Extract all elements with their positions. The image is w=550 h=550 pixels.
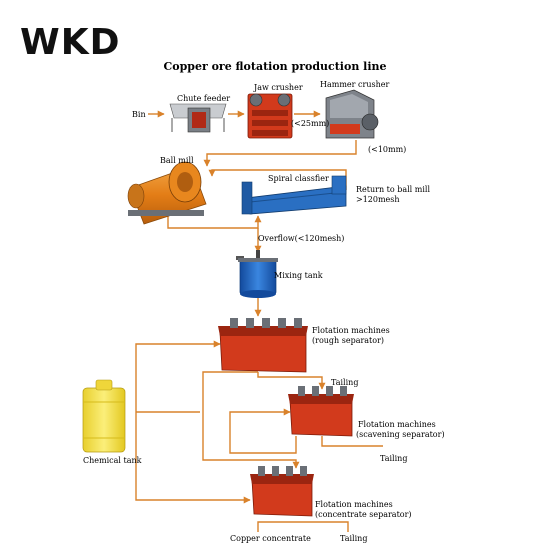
- hammer-crusher-icon: [326, 90, 378, 138]
- label-jaw-crusher: Jaw crusher: [253, 83, 303, 92]
- jaw-crusher-icon: [248, 94, 292, 138]
- label-return-line2: >120mesh: [356, 195, 400, 204]
- label-tailing-3: Tailing: [340, 534, 367, 543]
- chemical-tank-icon: [83, 380, 125, 452]
- label-jaw-output: (<25mm): [291, 119, 329, 128]
- arrow-concentrate-outputs: [258, 522, 348, 532]
- ball-mill-icon: [128, 162, 206, 224]
- label-spiral-classifier: Spiral classfier: [268, 174, 329, 183]
- wkd-logo: WKD: [20, 22, 121, 63]
- diagram-title: Copper ore flotation production line: [163, 60, 386, 73]
- label-conc-line2: (concentrate separator): [315, 510, 412, 519]
- label-copper-concentrate: Copper concentrate: [230, 534, 311, 543]
- label-rough-line2: (rough separator): [312, 336, 384, 345]
- label-rough-line1: Flotation machines: [312, 326, 390, 335]
- label-chemical-tank: Chemical tank: [83, 456, 142, 465]
- label-tailing-2: Tailing: [380, 454, 407, 463]
- label-hammer-crusher: Hammer crusher: [320, 80, 389, 89]
- label-tailing-1: Tailing: [331, 378, 358, 387]
- scavenging-flotation-machine-icon: [288, 386, 354, 436]
- mixing-tank-icon: [236, 250, 278, 298]
- concentrate-flotation-machine-icon: [250, 466, 314, 516]
- label-scav-line1: Flotation machines: [358, 420, 436, 429]
- label-conc-line1: Flotation machines: [315, 500, 393, 509]
- arrow-chemical-to-rough: [136, 344, 220, 450]
- label-mixing-tank: Mixing tank: [274, 271, 323, 280]
- label-bin: Bin: [132, 110, 146, 119]
- label-overflow: Overflow(<120mesh): [258, 234, 344, 243]
- label-hammer-output: (<10mm): [368, 145, 406, 154]
- chute-feeder-icon: [170, 104, 226, 132]
- arrow-chemical-to-concentrate: [136, 450, 250, 500]
- arrow-scavenging-return: [230, 412, 296, 453]
- logo-text: WKD: [20, 22, 121, 63]
- label-scav-line2: (scavening separator): [356, 430, 445, 439]
- label-return-line1: Return to ball mill: [356, 185, 430, 194]
- label-chute-feeder: Chute feeder: [177, 94, 230, 103]
- arrow-hammer-to-mill: [207, 140, 356, 166]
- rough-flotation-machine-icon: [218, 318, 308, 372]
- label-ball-mill: Ball mill: [160, 156, 194, 165]
